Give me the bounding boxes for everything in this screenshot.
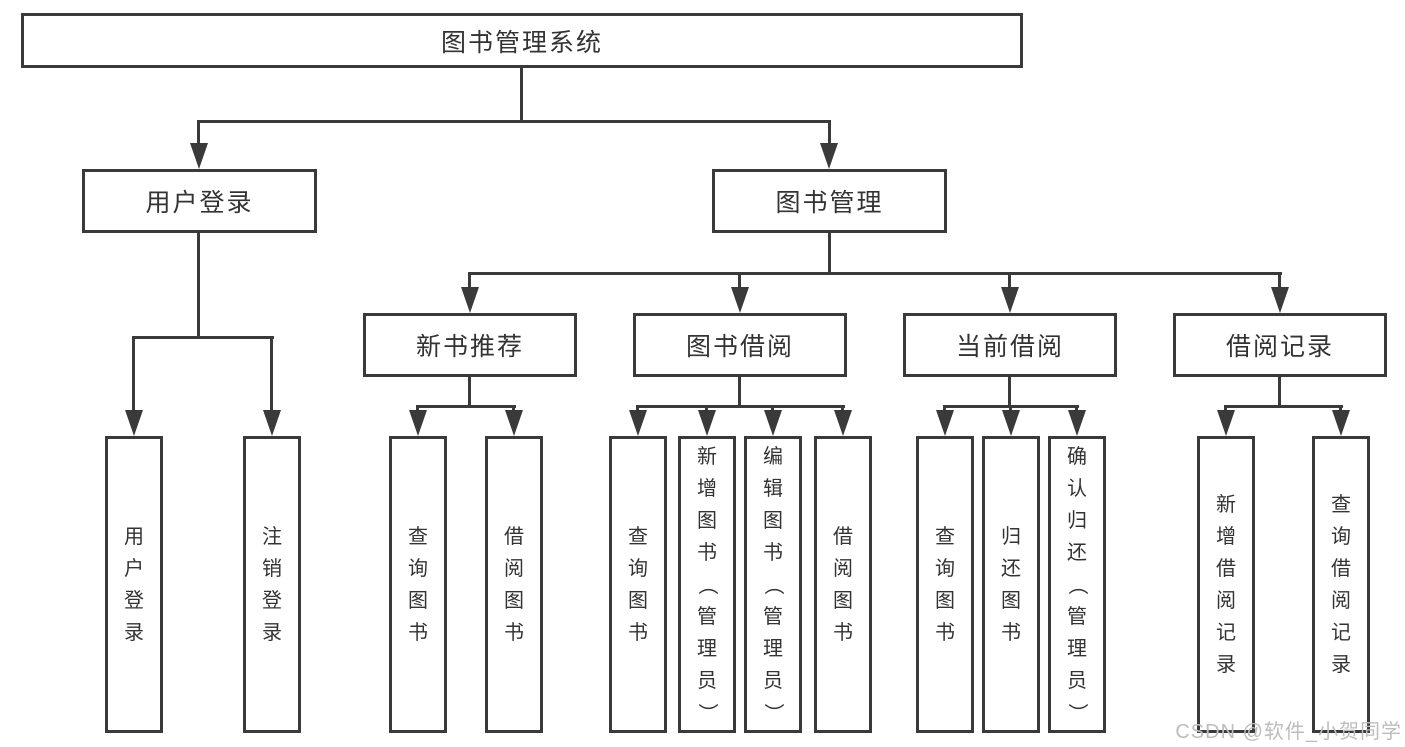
node-label: 当前借阅 <box>955 333 1064 361</box>
leaf-label: 查询借阅记录 <box>1331 493 1351 676</box>
node-label: 借阅记录 <box>1225 333 1334 361</box>
leaf-borrow-books-recommend: 借阅图书 <box>485 436 543 733</box>
leaf-label: 借阅图书 <box>504 525 524 644</box>
node-label: 新书推荐 <box>415 333 524 361</box>
connector-vline <box>705 405 708 413</box>
connector-vline <box>1339 405 1342 413</box>
leaf-logout-login: 注销登录 <box>243 436 301 733</box>
node-label: 图书管理系统 <box>440 28 603 57</box>
arrowhead-down-icon <box>1271 287 1289 313</box>
connector-vline <box>132 336 135 414</box>
leaf-label: 查询图书 <box>408 525 428 644</box>
connector-vline <box>520 68 523 122</box>
leaf-label: 查询图书 <box>935 525 955 644</box>
connector-vline <box>943 405 946 413</box>
leaf-query-books-current: 查询图书 <box>916 436 974 733</box>
connector-hline <box>132 336 274 339</box>
node-label: 用户登录 <box>145 189 254 217</box>
node-label: 图书借阅 <box>685 333 794 361</box>
leaf-label: 借阅图书 <box>833 525 853 644</box>
leaf-add-borrow-record: 新增借阅记录 <box>1197 436 1255 733</box>
connector-vline <box>1278 377 1281 407</box>
arrowhead-down-icon <box>764 410 782 436</box>
arrowhead-down-icon <box>698 410 716 436</box>
node-library-system: 图书管理系统 <box>21 13 1023 68</box>
arrowhead-down-icon <box>629 410 647 436</box>
connector-vline <box>1009 405 1012 413</box>
connector-vline <box>416 405 419 413</box>
leaf-query-books-borrow: 查询图书 <box>609 436 667 733</box>
arrowhead-down-icon <box>820 143 838 169</box>
leaf-label: 查询图书 <box>628 525 648 644</box>
connector-vline <box>841 405 844 413</box>
arrowhead-down-icon <box>263 410 281 436</box>
arrowhead-down-icon <box>190 143 208 169</box>
leaf-label: 注销登录 <box>262 525 282 644</box>
node-current-borrow: 当前借阅 <box>903 313 1117 377</box>
arrowhead-down-icon <box>1068 410 1086 436</box>
leaf-label: 确认归还（管理员） <box>1066 445 1088 723</box>
arrowhead-down-icon <box>1332 410 1350 436</box>
node-book-borrow: 图书借阅 <box>633 313 847 377</box>
connector-vline <box>197 120 200 148</box>
connector-hline <box>416 405 516 408</box>
connector-vline <box>512 405 515 413</box>
connector-vline <box>636 405 639 413</box>
csdn-watermark: CSDN @软件_小贺同学 <box>1175 721 1402 743</box>
connector-hline <box>468 272 1282 275</box>
leaf-edit-books-admin: 编辑图书（管理员） <box>744 436 802 733</box>
leaf-label: 新增借阅记录 <box>1216 493 1236 676</box>
leaf-label: 归还图书 <box>1001 525 1021 644</box>
arrowhead-down-icon <box>1002 410 1020 436</box>
node-label: 图书管理 <box>775 189 884 217</box>
connector-vline <box>1008 377 1011 407</box>
connector-vline <box>828 233 831 274</box>
leaf-query-books-recommend: 查询图书 <box>389 436 447 733</box>
node-borrow-records: 借阅记录 <box>1173 313 1387 377</box>
connector-vline <box>738 272 741 289</box>
arrowhead-down-icon <box>936 410 954 436</box>
leaf-label: 编辑图书（管理员） <box>762 445 784 723</box>
connector-vline <box>1224 405 1227 413</box>
leaf-borrow-books: 借阅图书 <box>814 436 872 733</box>
leaf-return-books: 归还图书 <box>982 436 1040 733</box>
leaf-add-books-admin: 新增图书（管理员） <box>678 436 736 733</box>
connector-hline <box>1224 405 1343 408</box>
node-book-management: 图书管理 <box>712 169 947 233</box>
arrowhead-down-icon <box>731 287 749 313</box>
connector-vline <box>1278 272 1281 289</box>
arrowhead-down-icon <box>834 410 852 436</box>
arrowhead-down-icon <box>125 410 143 436</box>
arrowhead-down-icon <box>505 410 523 436</box>
connector-vline <box>270 336 273 414</box>
connector-vline <box>197 233 200 338</box>
leaf-query-borrow-record: 查询借阅记录 <box>1312 436 1370 733</box>
connector-vline <box>468 272 471 289</box>
leaf-user-login: 用户登录 <box>105 436 163 733</box>
connector-hline <box>636 405 845 408</box>
connector-vline <box>828 120 831 148</box>
connector-vline <box>738 377 741 407</box>
node-new-book-recommend: 新书推荐 <box>363 313 577 377</box>
connector-vline <box>1008 272 1011 289</box>
arrowhead-down-icon <box>461 287 479 313</box>
connector-hline <box>197 120 831 123</box>
node-user-login: 用户登录 <box>82 169 317 233</box>
arrowhead-down-icon <box>1217 410 1235 436</box>
connector-vline <box>468 377 471 407</box>
connector-vline <box>771 405 774 413</box>
leaf-label: 新增图书（管理员） <box>696 445 718 723</box>
leaf-confirm-return-admin: 确认归还（管理员） <box>1048 436 1106 733</box>
arrowhead-down-icon <box>1001 287 1019 313</box>
arrowhead-down-icon <box>409 410 427 436</box>
leaf-label: 用户登录 <box>124 525 144 644</box>
connector-vline <box>1075 405 1078 413</box>
